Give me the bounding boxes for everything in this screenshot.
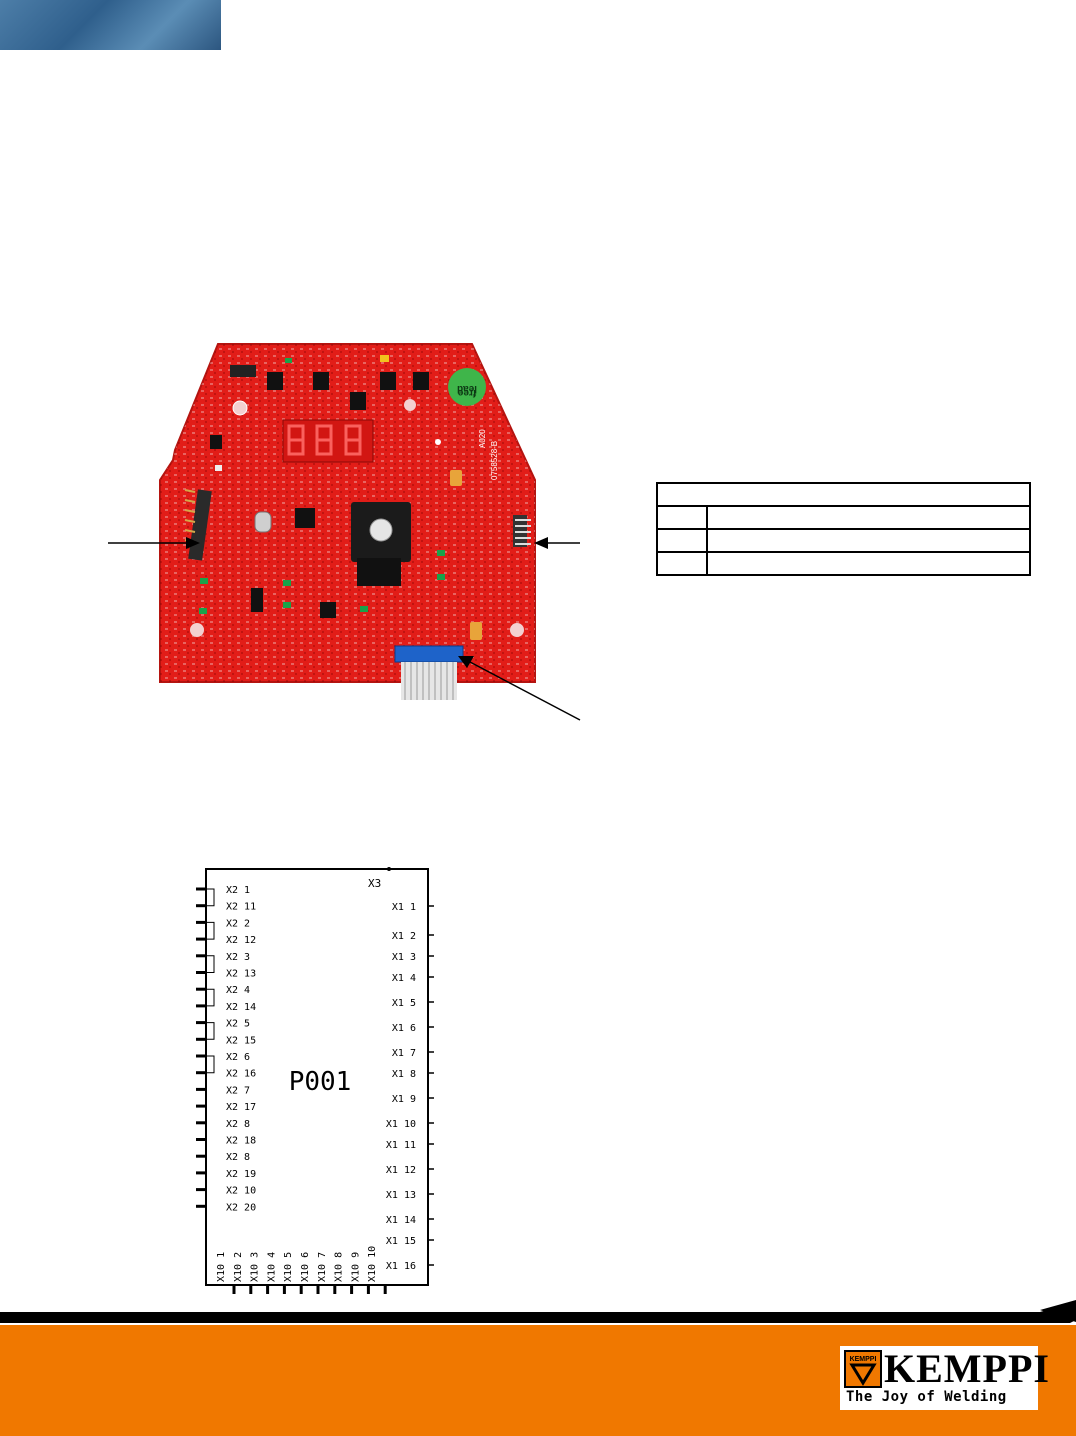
table-row xyxy=(656,528,1031,553)
left-pin-label: X2 11 xyxy=(226,902,256,913)
right-pin-label: X1 3 xyxy=(392,952,416,963)
left-pin-label: X2 18 xyxy=(226,1136,256,1147)
bottom-pin-label: X10 3 xyxy=(250,1252,261,1282)
jumper-bracket xyxy=(206,1055,215,1074)
left-pin-label: X2 8 xyxy=(226,1119,250,1130)
left-pin-label: X2 10 xyxy=(226,1186,256,1197)
right-pin-label: X1 2 xyxy=(392,931,416,942)
bottom-pin-label: X10 10 xyxy=(367,1246,378,1282)
bottom-pin-label: X10 8 xyxy=(334,1252,345,1282)
board-code-label: A020 xyxy=(478,429,487,448)
right-pin-label: X1 5 xyxy=(392,998,416,1009)
right-pin-label: X1 8 xyxy=(392,1069,416,1080)
right-pin-label: X1 14 xyxy=(386,1215,416,1226)
kemppi-logo: KEMPPI KEMPPI The Joy of Welding xyxy=(840,1346,1049,1410)
bottom-pin-label: X10 7 xyxy=(317,1252,328,1282)
lead-free-text-2: lead xyxy=(457,383,477,394)
schematic-diagram: P001 X3 X2 1 X2 11 X2 2 X2 12 X2 3 X2 13 X2 4 X… xyxy=(196,867,434,1294)
schematic-title: P001 xyxy=(289,1067,352,1097)
right-pin-label: X1 11 xyxy=(386,1140,416,1151)
right-pin-label: X1 6 xyxy=(392,1023,416,1034)
left-pin-label: X2 16 xyxy=(226,1069,256,1080)
right-pin-label: X1 15 xyxy=(386,1236,416,1247)
table-row xyxy=(656,551,1031,576)
table-cell xyxy=(656,528,708,553)
connector-table xyxy=(656,482,1031,576)
right-pin-label: X1 4 xyxy=(392,973,416,984)
left-pin-label: X2 7 xyxy=(226,1085,250,1096)
logo-slogan: The Joy of Welding xyxy=(846,1389,1007,1405)
table-cell xyxy=(656,505,708,530)
table-header-row xyxy=(656,482,1031,507)
left-pin-label: X2 5 xyxy=(226,1019,250,1030)
jumper-bracket xyxy=(206,988,215,1007)
bottom-pin-label: X10 2 xyxy=(233,1252,244,1282)
right-pin-label: X1 1 xyxy=(392,902,416,913)
bottom-pin-label: X10 1 xyxy=(216,1252,227,1282)
x3-label: X3 xyxy=(368,877,381,890)
jumper-bracket xyxy=(206,1022,215,1040)
lead-free-text-1: free xyxy=(457,387,476,398)
right-pin-label: X1 10 xyxy=(386,1119,416,1130)
left-pin-label: X2 12 xyxy=(226,935,256,946)
left-pin-label: X2 17 xyxy=(226,1102,256,1113)
right-pin-label: X1 9 xyxy=(392,1094,416,1105)
arrow-ribbon-connector xyxy=(469,661,581,721)
right-pin-label: X1 16 xyxy=(386,1261,416,1272)
right-pin-label: X1 12 xyxy=(386,1165,416,1176)
left-pin-label: X2 15 xyxy=(226,1035,256,1046)
board-part-label: 0758528-B xyxy=(490,441,499,480)
header-decor-band xyxy=(0,0,221,50)
jumper-bracket xyxy=(206,921,215,940)
table-cell xyxy=(706,505,1031,530)
footer-band xyxy=(0,1300,1076,1436)
pcb-board-image: free lead A020 0758528-B xyxy=(159,343,536,700)
kemppi-emblem-icon: KEMPPI xyxy=(844,1350,882,1388)
left-pin-label: X2 19 xyxy=(226,1169,256,1180)
table-header-cell xyxy=(656,482,1031,507)
bottom-pin-label: X10 5 xyxy=(283,1252,294,1282)
right-pin-label: X1 13 xyxy=(386,1190,416,1201)
jumper-bracket xyxy=(206,888,215,907)
left-pin-label: X2 8 xyxy=(226,1152,250,1163)
schematic-box xyxy=(205,868,429,1286)
jumper-bracket xyxy=(206,955,215,973)
bottom-pin-label: X10 4 xyxy=(266,1252,277,1282)
left-pin-label: X2 14 xyxy=(226,1002,256,1013)
table-cell xyxy=(656,551,708,576)
left-pin-label: X2 13 xyxy=(226,969,256,980)
bottom-pin-label: X10 6 xyxy=(300,1252,311,1282)
table-cell xyxy=(706,551,1031,576)
left-pin-label: X2 1 xyxy=(226,885,250,896)
callout-arrows xyxy=(108,537,581,721)
bottom-pin-label: X10 9 xyxy=(350,1252,361,1282)
table-cell xyxy=(706,528,1031,553)
left-pin-label: X2 4 xyxy=(226,985,250,996)
left-pin-label: X2 20 xyxy=(226,1202,256,1213)
right-pin-label: X1 7 xyxy=(392,1048,416,1059)
emblem-text: KEMPPI xyxy=(850,1356,877,1363)
table-row xyxy=(656,505,1031,530)
left-pin-label: X2 3 xyxy=(226,952,250,963)
left-pin-label: X2 6 xyxy=(226,1052,250,1063)
left-pin-label: X2 2 xyxy=(226,918,250,929)
logo-brand-name: KEMPPI xyxy=(884,1346,1050,1391)
